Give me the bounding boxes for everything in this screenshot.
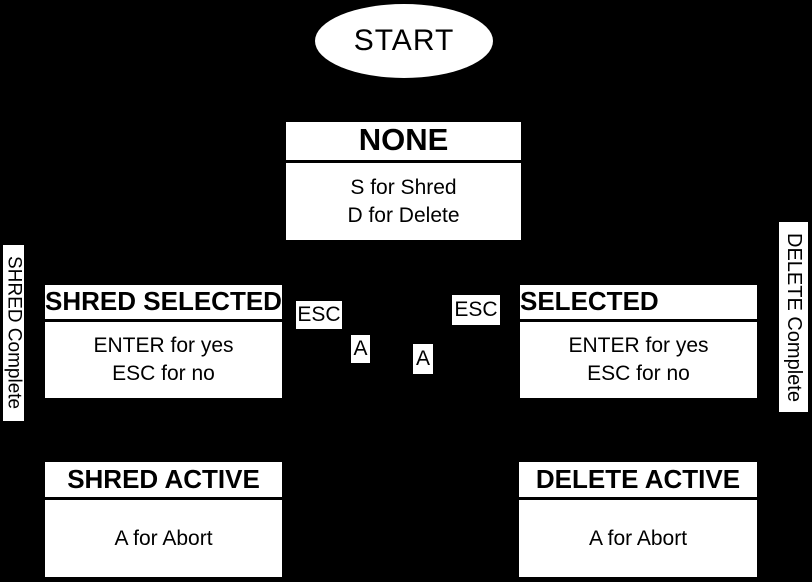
state-delete-selected: DELETE SELECTED ENTER for yes ESC for no [520,255,757,398]
transition-label-esc-left: ESC [296,301,342,329]
state-shred-active-body: A for Abort [45,500,282,577]
state-delete-selected-line1: ENTER for yes [568,334,709,357]
state-shred-selected-title: SHRED SELECTED [45,285,282,322]
state-none-title: NONE [286,122,521,163]
state-none-body: S for Shred D for Delete [286,163,521,240]
state-shred-active-title: SHRED ACTIVE [45,462,282,500]
state-delete-active-title: DELETE ACTIVE [519,462,757,500]
state-none: NONE S for Shred D for Delete [286,122,521,240]
state-delete-active: DELETE ACTIVE A for Abort [519,462,757,577]
start-node: START [315,4,493,78]
start-node-label: START [353,24,455,57]
transition-label-esc-right: ESC [452,295,500,325]
state-none-line1: S for Shred [350,175,457,199]
state-delete-selected-title: DELETE SELECTED [520,255,757,322]
state-delete-selected-line2: ESC for no [587,362,690,385]
state-shred-active-line1: A for Abort [114,526,213,550]
state-delete-selected-body: ENTER for yes ESC for no [520,322,757,398]
transition-label-shred-complete: SHRED Complete [3,245,25,421]
state-shred-selected: SHRED SELECTED ENTER for yes ESC for no [45,285,282,398]
transition-label-a-right: A [413,344,433,374]
state-shred-selected-line2: ESC for no [112,362,215,385]
state-shred-selected-line1: ENTER for yes [93,334,234,357]
transition-label-a-left: A [351,335,370,363]
transition-label-delete-complete: DELETE Complete [779,222,808,412]
state-shred-active: SHRED ACTIVE A for Abort [45,462,282,577]
state-delete-active-line1: A for Abort [588,526,688,550]
state-shred-selected-body: ENTER for yes ESC for no [45,322,282,398]
state-delete-active-body: A for Abort [519,500,757,577]
state-none-line2: D for Delete [347,203,460,227]
